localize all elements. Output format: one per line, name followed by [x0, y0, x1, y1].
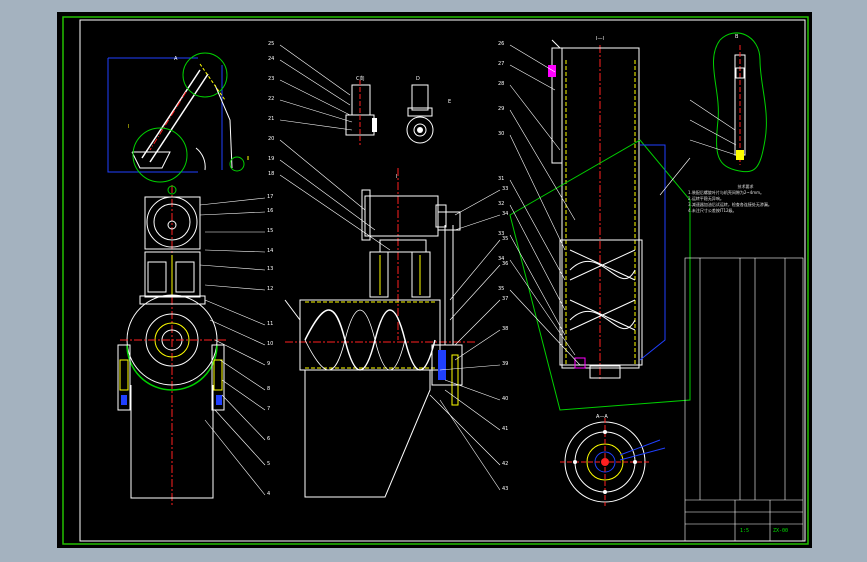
balloon-number: 30	[498, 131, 504, 137]
balloon-number: 39	[502, 361, 508, 367]
side-view: I	[284, 168, 475, 498]
balloon-number: 32	[498, 201, 504, 207]
balloon-number: 4	[267, 491, 270, 497]
section-view: I—I	[509, 36, 691, 411]
balloon-number: 16	[267, 208, 273, 214]
balloon-number: 17	[267, 194, 273, 200]
inner-border	[79, 19, 806, 542]
svg-text:I: I	[396, 174, 397, 180]
balloon-number: 43	[502, 486, 508, 492]
balloon-number: 24	[268, 56, 274, 62]
leaders-center	[279, 44, 501, 491]
leaders-left	[199, 197, 266, 496]
tech-notes: 技术要求 1.装配后螺旋叶片与机壳间隙为2~4mm。 2.运转平稳无异响。 3.…	[688, 184, 803, 214]
title-block	[684, 257, 804, 542]
balloon-number: 33	[502, 186, 508, 192]
drawing-scale: 1:5	[740, 528, 750, 534]
balloon-number: 23	[268, 76, 274, 82]
balloon-number: 29	[498, 106, 504, 112]
leaders-right	[509, 44, 737, 366]
svg-text:I—I: I—I	[596, 36, 604, 42]
balloon-number: 6	[267, 436, 270, 442]
balloon-number: 7	[267, 406, 270, 412]
balloon-number: 14	[267, 248, 273, 254]
front-view	[117, 185, 228, 505]
balloon-number: 19	[268, 156, 274, 162]
balloon-number: 18	[268, 171, 274, 177]
balloon-number: 22	[268, 96, 274, 102]
enlarged-detail: B	[713, 32, 767, 173]
balloon-number: 21	[268, 116, 274, 122]
schematic-label-ii: Ⅱ	[247, 156, 249, 162]
balloon-number: 26	[498, 41, 504, 47]
balloon-number: 38	[502, 326, 508, 332]
outer-border	[62, 16, 809, 545]
tech-notes-heading: 技术要求	[737, 184, 754, 189]
balloon-number: 37	[502, 296, 508, 302]
balloon-number: 10	[267, 341, 273, 347]
tech-note-line: 4.未注尺寸公差按IT12级。	[688, 208, 737, 213]
balloon-number: 33	[498, 231, 504, 237]
balloon-number: 13	[267, 266, 273, 272]
balloon-number: 40	[502, 396, 508, 402]
balloon-number: 11	[267, 321, 273, 327]
balloon-number: 28	[498, 81, 504, 87]
schematic-label-a: A	[174, 56, 178, 62]
svg-text:D: D	[416, 76, 420, 82]
flange-view: A—A	[560, 414, 666, 506]
balloon-number: 35	[498, 286, 504, 292]
tech-note-line: 1.装配后螺旋叶片与机壳间隙为2~4mm。	[688, 190, 765, 195]
balloon-number: 34	[502, 211, 508, 217]
balloon-number: 9	[267, 361, 270, 367]
svg-text:A—A: A—A	[596, 414, 608, 420]
drawing-sheet	[57, 12, 812, 548]
drawing-number: ZX-00	[773, 528, 789, 534]
balloon-number: 34	[498, 256, 504, 262]
overall-schematic: Ⅰ Ⅱ A	[107, 52, 249, 183]
balloon-number: 25	[268, 41, 274, 47]
balloon-number: 5	[267, 461, 270, 467]
svg-text:B: B	[735, 34, 739, 40]
balloon-number: 35	[502, 236, 508, 242]
balloon-number: 20	[268, 136, 274, 142]
balloon-number: 27	[498, 61, 504, 67]
balloon-number: 42	[502, 461, 508, 467]
balloon-number: 41	[502, 426, 508, 432]
tech-note-line: 3.减速器加油后试运转，检查各连接处无渗漏。	[688, 202, 772, 207]
schematic-label-i: Ⅰ	[128, 124, 129, 130]
balloon-number: 15	[267, 228, 273, 234]
svg-text:C向: C向	[356, 75, 365, 82]
balloon-number: 36	[502, 261, 508, 267]
balloon-number: 12	[267, 286, 273, 292]
balloon-number: 8	[267, 386, 270, 392]
detail-views: C向 D E	[345, 75, 451, 145]
tech-note-line: 2.运转平稳无异响。	[688, 196, 724, 201]
svg-text:E: E	[448, 99, 451, 105]
balloon-number: 31	[498, 176, 504, 182]
